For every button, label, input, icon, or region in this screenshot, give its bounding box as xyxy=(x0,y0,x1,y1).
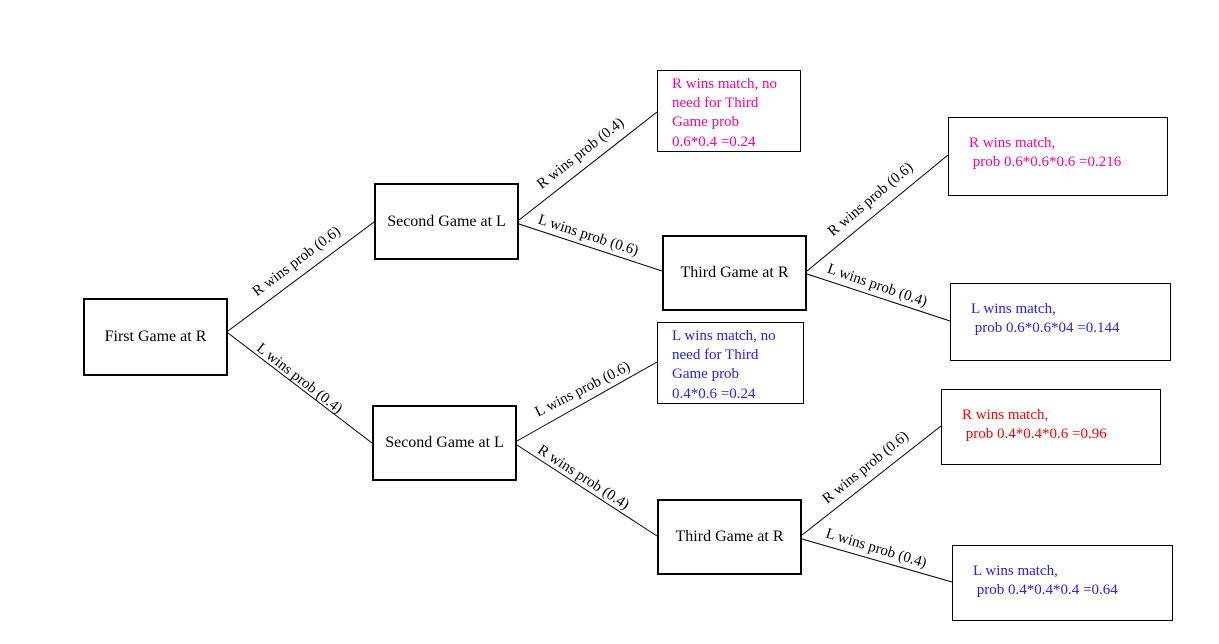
edge-second-bottom-to-third-bottom xyxy=(516,444,658,537)
edge-second-top-to-third-top xyxy=(518,223,663,272)
outcome-r-wins-match-bottom: R wins match, prob 0.4*0.4*0.6 =0.96 xyxy=(941,389,1161,465)
edge-second-bottom-to-lwin xyxy=(516,361,658,442)
node-third-game-top: Third Game at R xyxy=(662,235,807,311)
outcome-l-wins-match-top: L wins match, prob 0.6*0.6*04 =0.144 xyxy=(950,283,1171,361)
node-second-game-top: Second Game at L xyxy=(374,183,519,260)
edge-third-bottom-to-lwin xyxy=(801,538,953,583)
node-second-game-bottom: Second Game at L xyxy=(372,405,517,481)
outcome-l-wins-match-bottom: L wins match, prob 0.4*0.4*0.4 =0.64 xyxy=(952,545,1173,621)
edge-root-to-second-bottom xyxy=(227,332,373,444)
outcome-l-wins-no-third-game: L wins match, no need for Third Game pro… xyxy=(657,322,804,404)
edge-third-top-to-rwin xyxy=(806,154,949,272)
outcome-r-wins-no-third-game: R wins match, no need for Third Game pro… xyxy=(657,70,801,152)
outcome-r-wins-match-top: R wins match, prob 0.6*0.6*0.6 =0.216 xyxy=(948,117,1168,196)
edge-third-top-to-lwin xyxy=(806,273,951,322)
node-first-game: First Game at R xyxy=(83,298,228,376)
edge-second-top-to-rwin xyxy=(518,111,658,221)
node-third-game-bottom: Third Game at R xyxy=(657,499,802,575)
edge-third-bottom-to-rwin xyxy=(801,425,942,536)
edge-root-to-second-top xyxy=(227,221,375,332)
